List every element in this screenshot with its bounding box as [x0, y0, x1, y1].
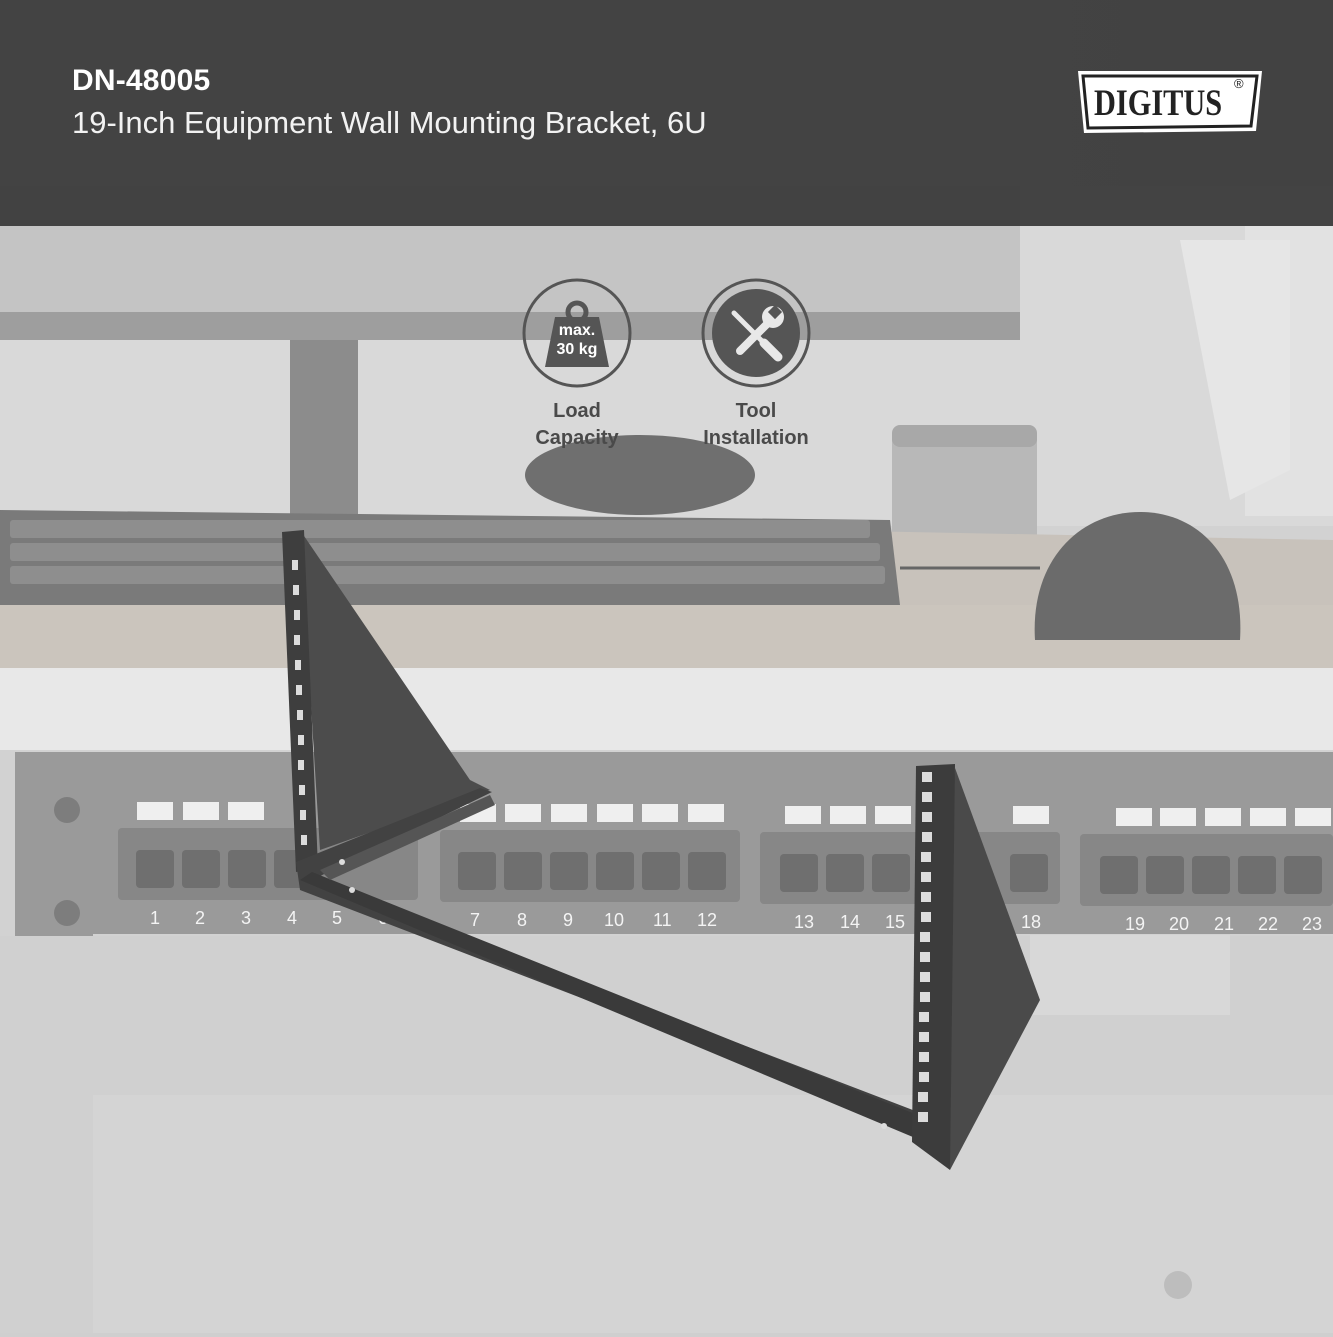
monitor-stand — [290, 340, 358, 530]
port-number: 8 — [517, 910, 528, 930]
port-number: 14 — [840, 912, 861, 932]
port-number: 13 — [794, 912, 815, 932]
port-number: 12 — [697, 910, 718, 930]
port-number: 4 — [287, 908, 298, 928]
digitus-logo — [1078, 71, 1262, 133]
port-number: 1 — [150, 908, 161, 928]
port-number: 18 — [1021, 912, 1042, 932]
feature-label-tool: Tool Installation — [676, 398, 836, 452]
product-subtitle: 19-Inch Equipment Wall Mounting Bracket,… — [72, 105, 707, 140]
registered-mark: ® — [1234, 76, 1244, 91]
port-number: 3 — [241, 908, 252, 928]
weight-icon — [522, 278, 632, 388]
port-number: 9 — [563, 910, 574, 930]
port-number: 19 — [1125, 914, 1146, 934]
logo-text: DIGITUS — [1094, 83, 1223, 124]
feature-label-load: Load Capacity — [497, 398, 657, 452]
port-number: 15 — [885, 912, 906, 932]
feature-label-line: Capacity — [535, 427, 619, 449]
tools-icon — [701, 278, 811, 388]
port-number: 22 — [1258, 914, 1279, 934]
port-number: 7 — [470, 910, 481, 930]
port-number: 2 — [195, 908, 206, 928]
port-number: 10 — [604, 910, 625, 930]
feature-label-line: Load — [553, 400, 601, 422]
feature-label-line: Tool — [735, 400, 777, 422]
product-model: DN-48005 — [72, 64, 211, 97]
port-number: 20 — [1169, 914, 1190, 934]
weight-max-text: max. — [558, 322, 596, 339]
mouse — [1034, 512, 1241, 640]
port-number: 21 — [1214, 914, 1235, 934]
jar — [892, 425, 1037, 555]
feature-label-line: Installation — [703, 427, 809, 449]
port-number: 11 — [653, 910, 672, 930]
port-number: 5 — [332, 908, 343, 928]
weight-value-text: 30 kg — [556, 341, 598, 358]
port-number: 23 — [1302, 914, 1323, 934]
